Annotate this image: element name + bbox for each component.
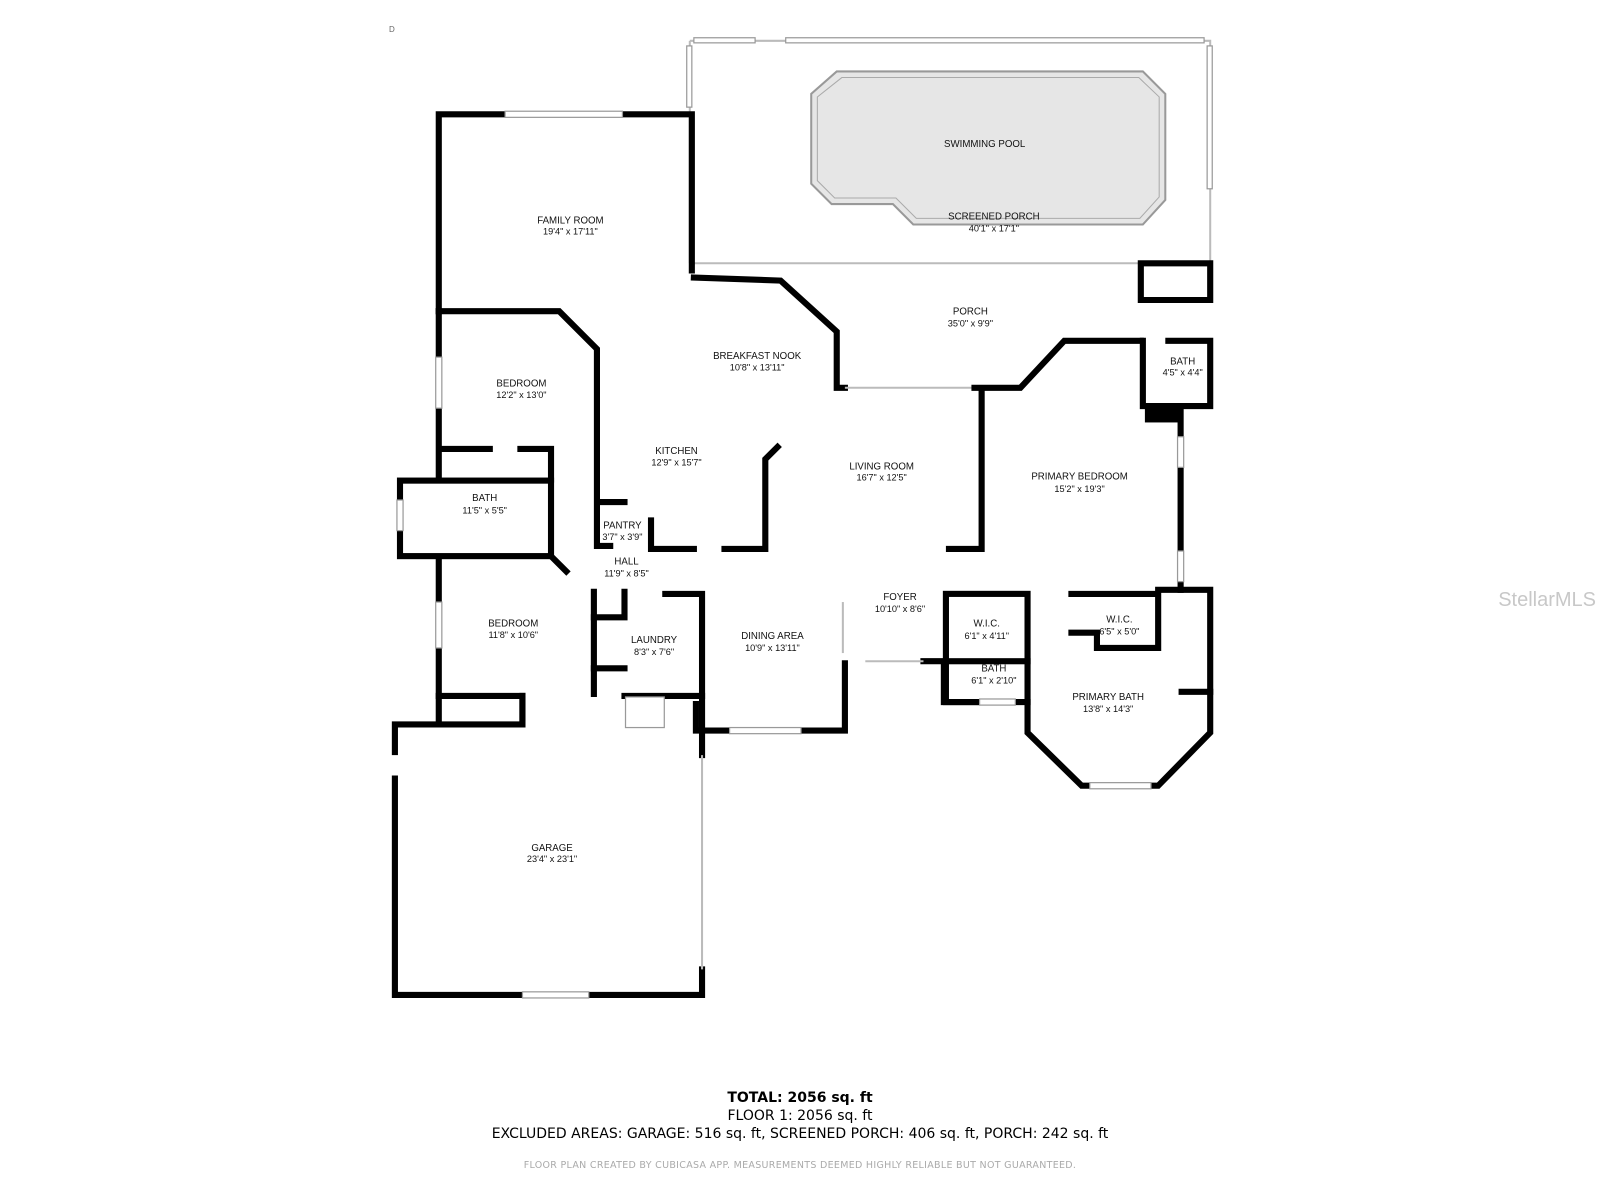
total-area: TOTAL: 2056 sq. ft [727,1090,873,1106]
room-name: GARAGE [531,843,573,854]
disclaimer: FLOOR PLAN CREATED BY CUBICASA APP. MEAS… [523,1160,1077,1171]
room-name: FAMILY ROOM [537,215,603,226]
room-dims: 6'5" x 5'0" [1099,627,1139,637]
room-dims: 8'3" x 7'6" [634,647,674,657]
room-name: LAUNDRY [631,635,678,646]
walls [390,110,1214,999]
room-dims: 10'8" x 13'11" [730,362,785,372]
room-name: W.I.C. [1106,614,1132,625]
room-name: W.I.C. [974,619,1000,630]
room-dims: 13'8" x 14'3" [1083,704,1133,714]
room-name: BATH [1170,356,1195,367]
swimming-pool [810,70,1167,226]
room-dims: 10'10" x 8'6" [875,604,925,614]
room-name: BATH [981,663,1006,674]
room-dims: 10'9" x 13'11" [745,643,800,653]
room-name: PANTRY [603,521,642,532]
room-dims: 11'5" x 5'5" [462,505,507,515]
room-dims: 4'5" x 4'4" [1163,368,1203,378]
room-dims: 15'2" x 19'3" [1054,484,1104,494]
room-name: KITCHEN [655,446,698,457]
room-dims: 19'4" x 17'11" [543,227,598,237]
room-name: BEDROOM [488,619,538,630]
room-name: HALL [614,556,639,567]
room-name: SCREENED PORCH [948,211,1040,222]
room-dims: 11'8" x 10'6" [488,630,538,640]
screened-porch-frame [686,37,1213,265]
room-name: BEDROOM [496,379,546,390]
watermark: StellarMLS [1498,589,1596,611]
room-name: SWIMMING POOL [944,139,1026,150]
room-dims: 6'1" x 4'11" [964,631,1009,641]
room-name: PRIMARY BATH [1072,692,1144,703]
corner-mark: D [389,25,395,34]
excluded-areas: EXCLUDED AREAS: GARAGE: 516 sq. ft, SCRE… [491,1126,1109,1142]
floor-area: FLOOR 1: 2056 sq. ft [727,1108,873,1124]
room-name: LIVING ROOM [849,461,914,472]
room-dims: 23'4" x 23'1" [527,854,577,864]
room-dims: 35'0" x 9'9" [948,319,993,329]
room-dims: 16'7" x 12'5" [856,473,906,483]
room-name: BATH [472,493,497,504]
room-dims: 12'9" x 15'7" [651,457,701,467]
room-dims: 40'1" x 17'1" [969,224,1019,234]
room-dims: 12'2" x 13'0" [496,390,546,400]
room-dims: 11'9" x 8'5" [604,569,649,579]
room-name: PRIMARY BEDROOM [1031,472,1128,483]
room-labels: SWIMMING POOL SCREENED PORCH 40'1" x 17'… [462,139,1202,864]
room-name: PORCH [953,306,988,317]
room-dims: 6'1" x 2'10" [971,676,1016,686]
room-name: DINING AREA [741,631,804,642]
room-name: FOYER [883,592,916,603]
room-name: BREAKFAST NOOK [713,351,802,362]
room-dims: 3'7" x 3'9" [602,532,642,542]
